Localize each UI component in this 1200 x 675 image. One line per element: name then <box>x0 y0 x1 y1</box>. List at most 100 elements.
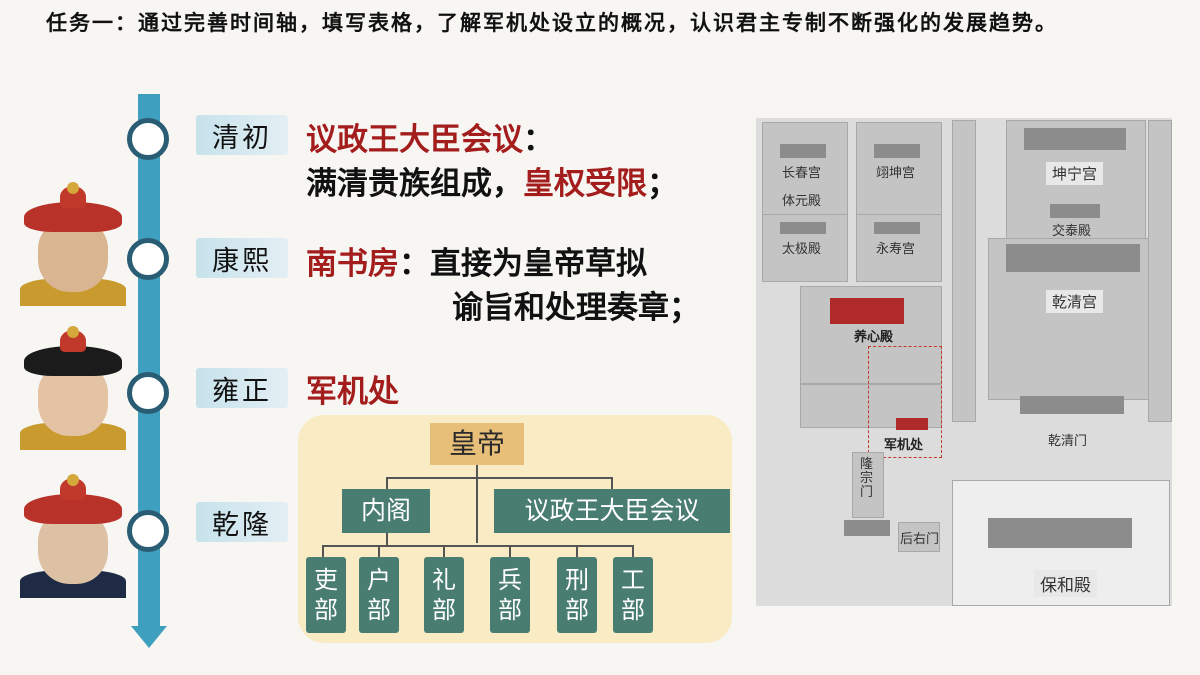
timeline-node-yongzheng <box>127 372 169 414</box>
map-block-longzong <box>852 452 884 518</box>
map-hall-icon <box>1024 128 1126 150</box>
map-label-houyoumen: 后右门 <box>900 532 940 547</box>
ministry-char: 刑 <box>565 566 589 594</box>
kangxi-institution: 南书房 <box>306 246 399 282</box>
map-hall-icon <box>988 518 1132 548</box>
ministry-char: 部 <box>367 596 391 624</box>
map-hall-icon <box>844 520 890 536</box>
kangxi-desc-1: ：直接为皇帝草拟 <box>399 246 647 282</box>
map-hall-icon <box>780 144 826 158</box>
hat-knob-shape <box>67 182 79 194</box>
ministry-char: 部 <box>621 596 645 624</box>
map-label-qianqing: 乾清宫 <box>1046 290 1104 313</box>
connector-line <box>576 545 578 557</box>
map-junjichu-icon <box>896 418 928 430</box>
qingchu-line2: 满清贵族组成，皇权受限； <box>306 158 678 203</box>
ministry-char: 工 <box>621 566 645 594</box>
timeline-arrow-icon <box>131 626 167 648</box>
era-label-qingchu: 清初 <box>212 123 272 154</box>
connector-line <box>611 477 613 489</box>
kangxi-line1: 南书房：直接为皇帝草拟 <box>306 238 647 283</box>
ministry-char: 部 <box>498 596 522 624</box>
org-council-box: 议政王大臣会议 <box>494 489 730 533</box>
portrait-kangxi <box>20 182 126 306</box>
kangxi-line2: 谕旨和处理奏章； <box>452 290 700 326</box>
map-label-junjichu: 军机处 <box>884 438 924 453</box>
qingchu-institution: 议政王大臣会议 <box>306 122 523 158</box>
map-strip <box>952 120 976 422</box>
ministry-justice: 刑部 <box>557 557 597 633</box>
map-hall-icon <box>1020 396 1124 414</box>
hat-knob-shape <box>67 474 79 486</box>
ministry-char: 部 <box>565 596 589 624</box>
connector-line <box>443 545 445 557</box>
qingchu-line1: 议政王大臣会议： <box>306 114 554 159</box>
ministry-char: 吏 <box>314 566 338 594</box>
ministry-revenue: 户部 <box>359 557 399 633</box>
map-label-changchun: 长春宫 <box>782 166 822 181</box>
ministry-works: 工部 <box>613 557 653 633</box>
ministry-char: 户 <box>367 566 391 594</box>
map-label-tiyuan: 体元殿 <box>782 194 822 209</box>
era-tab-qingchu <box>196 115 288 155</box>
face-shape <box>38 512 108 584</box>
map-label-qianqingmen: 乾清门 <box>1048 434 1088 449</box>
hat-top-shape <box>60 186 86 208</box>
era-tab-yongzheng <box>196 368 288 408</box>
map-hall-icon <box>780 222 826 234</box>
qingchu-desc-a: 满清贵族组成， <box>306 166 523 202</box>
era-label-yongzheng: 雍正 <box>212 376 272 407</box>
portrait-qianlong <box>20 474 126 598</box>
era-label-qianlong: 乾隆 <box>212 510 272 541</box>
hat-top-shape <box>60 478 86 500</box>
map-label-yikun: 翊坤宫 <box>876 166 916 181</box>
ministry-char: 礼 <box>432 566 456 594</box>
portrait-yongzheng <box>20 326 126 450</box>
face-shape <box>38 220 108 292</box>
ministry-char: 部 <box>432 596 456 624</box>
map-label-yongshou: 永寿宫 <box>876 242 916 257</box>
forbidden-city-map: 长春宫 翊坤宫 体元殿 太极殿 永寿宫 养心殿 坤宁宫 交泰殿 乾清宫 乾清门 … <box>756 118 1172 606</box>
qingchu-desc-b: 皇权受限 <box>523 166 647 202</box>
qingchu-desc-end: ； <box>647 166 678 202</box>
map-strip <box>1148 120 1172 422</box>
map-yangxin-hall-icon <box>830 298 904 324</box>
era-tab-qianlong <box>196 502 288 542</box>
map-block-south <box>800 384 942 428</box>
map-hall-icon <box>1006 244 1140 272</box>
connector-line <box>509 545 511 557</box>
org-cabinet-box: 内阁 <box>342 489 430 533</box>
face-shape <box>38 364 108 436</box>
task-heading: 任务一：通过完善时间轴，填写表格，了解军机处设立的概况，认识君主专制不断强化的发… <box>46 10 1058 35</box>
era-label-kangxi: 康熙 <box>212 246 272 277</box>
map-dashed-route <box>868 346 942 458</box>
connector-line <box>378 545 380 557</box>
timeline-node-kangxi <box>127 238 169 280</box>
yongzheng-institution: 军机处 <box>306 374 399 410</box>
era-tab-kangxi <box>196 238 288 278</box>
org-emperor-box: 皇帝 <box>430 423 524 465</box>
timeline-node-qingchu <box>127 118 169 160</box>
map-hall-icon <box>874 222 920 234</box>
timeline-bar <box>138 94 160 628</box>
map-label-baohe: 保和殿 <box>1034 570 1097 597</box>
map-label-longzongmen: 隆宗门 <box>860 457 874 500</box>
qingchu-colon: ： <box>523 122 554 158</box>
connector-line <box>386 477 388 489</box>
connector-line <box>476 465 478 543</box>
map-label-jiaotai: 交泰殿 <box>1052 224 1092 239</box>
connector-line <box>322 545 324 557</box>
ministry-char: 部 <box>314 596 338 624</box>
hat-knob-shape <box>67 326 79 338</box>
connector-line <box>632 545 634 557</box>
map-label-yangxin: 养心殿 <box>854 330 894 345</box>
ministry-war: 兵部 <box>490 557 530 633</box>
ministry-personnel: 吏部 <box>306 557 346 633</box>
map-block-yangxin <box>800 286 942 384</box>
connector-line <box>386 533 388 545</box>
map-label-kunning: 坤宁宫 <box>1046 162 1104 185</box>
ministry-rites: 礼部 <box>424 557 464 633</box>
map-hall-icon <box>874 144 920 158</box>
map-label-taiji: 太极殿 <box>782 242 822 257</box>
connector-line <box>322 545 632 547</box>
